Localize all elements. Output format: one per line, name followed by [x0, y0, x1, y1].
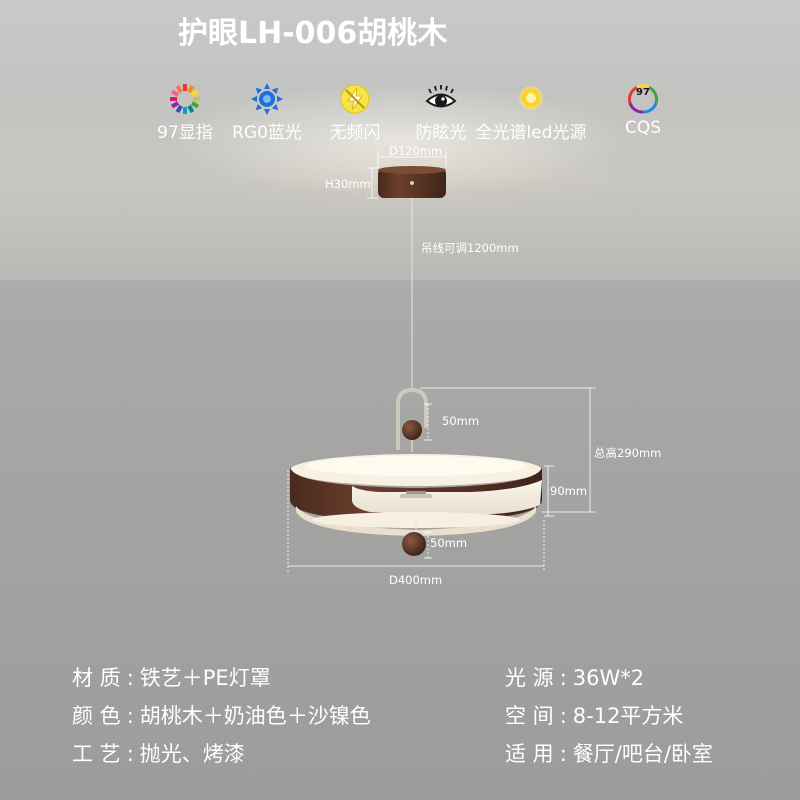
no-flicker-icon — [340, 84, 370, 114]
feature-label: RG0蓝光 — [232, 123, 302, 143]
pendant-ring — [290, 454, 542, 536]
spec-key: 光 源 — [505, 666, 554, 690]
blue-light-sun-icon — [251, 83, 283, 115]
feature-label: 无频闪 — [329, 123, 381, 143]
cable-length-label: 吊线可调1200mm — [421, 241, 519, 255]
canopy-dimension-lines — [367, 152, 447, 199]
canopy-diameter-label: D120mm — [389, 144, 443, 158]
spec-value: 餐厅/吧台/卧室 — [572, 742, 713, 766]
spec-value: 铁艺＋PE灯罩 — [139, 666, 271, 690]
feature-color-index: 97显指 — [120, 82, 250, 146]
spec-table: 材 质:铁艺＋PE灯罩 颜 色:胡桃木＋奶油色＋沙镍色 工 艺:抛光、烤漆 光 … — [0, 650, 800, 780]
cqs-icon-text: 97 — [636, 87, 650, 98]
ball-height-label: 50mm — [430, 536, 468, 550]
ceiling-edge — [0, 280, 800, 302]
diameter-label: D400mm — [389, 573, 443, 587]
spec-row-usage: 适 用:餐厅/吧台/卧室 — [505, 738, 713, 770]
spec-value: 抛光、烤漆 — [139, 742, 245, 766]
page-title: 护眼LH-006胡桃木 — [178, 16, 448, 51]
spec-key: 空 间 — [505, 704, 554, 728]
full-spectrum-light-icon — [519, 86, 543, 110]
hanging-hook — [396, 387, 428, 450]
spec-row-craft: 工 艺:抛光、烤漆 — [72, 738, 245, 770]
spec-key: 适 用 — [505, 742, 554, 766]
feature-label: CQS — [624, 118, 662, 138]
spec-row-color: 颜 色:胡桃木＋奶油色＋沙镍色 — [72, 700, 371, 732]
spec-key: 颜 色 — [72, 704, 121, 728]
feature-label: 97显指 — [157, 123, 213, 143]
spec-row-light-source: 光 源:36W*2 — [505, 662, 644, 694]
spec-value: 36W*2 — [572, 666, 645, 690]
eye-icon — [425, 85, 457, 108]
ring-height-label: 90mm — [550, 484, 588, 498]
feature-cqs: 97 CQS — [578, 82, 708, 146]
feature-no-flicker: 无频闪 — [290, 82, 420, 146]
spec-value: 胡桃木＋奶油色＋沙镍色 — [139, 704, 371, 728]
hook-height-label: 50mm — [442, 414, 480, 428]
color-wheel-icon — [170, 84, 200, 114]
spec-row-space: 空 间:8-12平方米 — [505, 700, 683, 732]
cqs-icon: 97 — [628, 84, 658, 114]
spec-value: 8-12平方米 — [572, 704, 684, 728]
lower-wood-ball — [402, 532, 426, 556]
ceiling-canopy — [378, 166, 446, 198]
feature-full-spectrum: 全光谱led光源 — [466, 82, 596, 146]
spec-key: 工 艺 — [72, 742, 121, 766]
spec-key: 材 质 — [72, 666, 121, 690]
feature-label: 防眩光 — [415, 123, 467, 143]
feature-label: 全光谱led光源 — [475, 123, 587, 143]
lamp-dimension-lines — [287, 387, 596, 572]
canopy-height-label: H30mm — [325, 177, 371, 191]
spec-row-material: 材 质:铁艺＋PE灯罩 — [72, 662, 271, 694]
total-height-label: 总高290mm — [594, 446, 662, 460]
upper-wood-ball — [402, 420, 422, 440]
feature-icons-row: 97显指 RG0蓝光 无频闪 — [130, 82, 680, 146]
feature-anti-glare: 防眩光 — [376, 82, 506, 146]
feature-blue-light: RG0蓝光 — [202, 82, 332, 146]
